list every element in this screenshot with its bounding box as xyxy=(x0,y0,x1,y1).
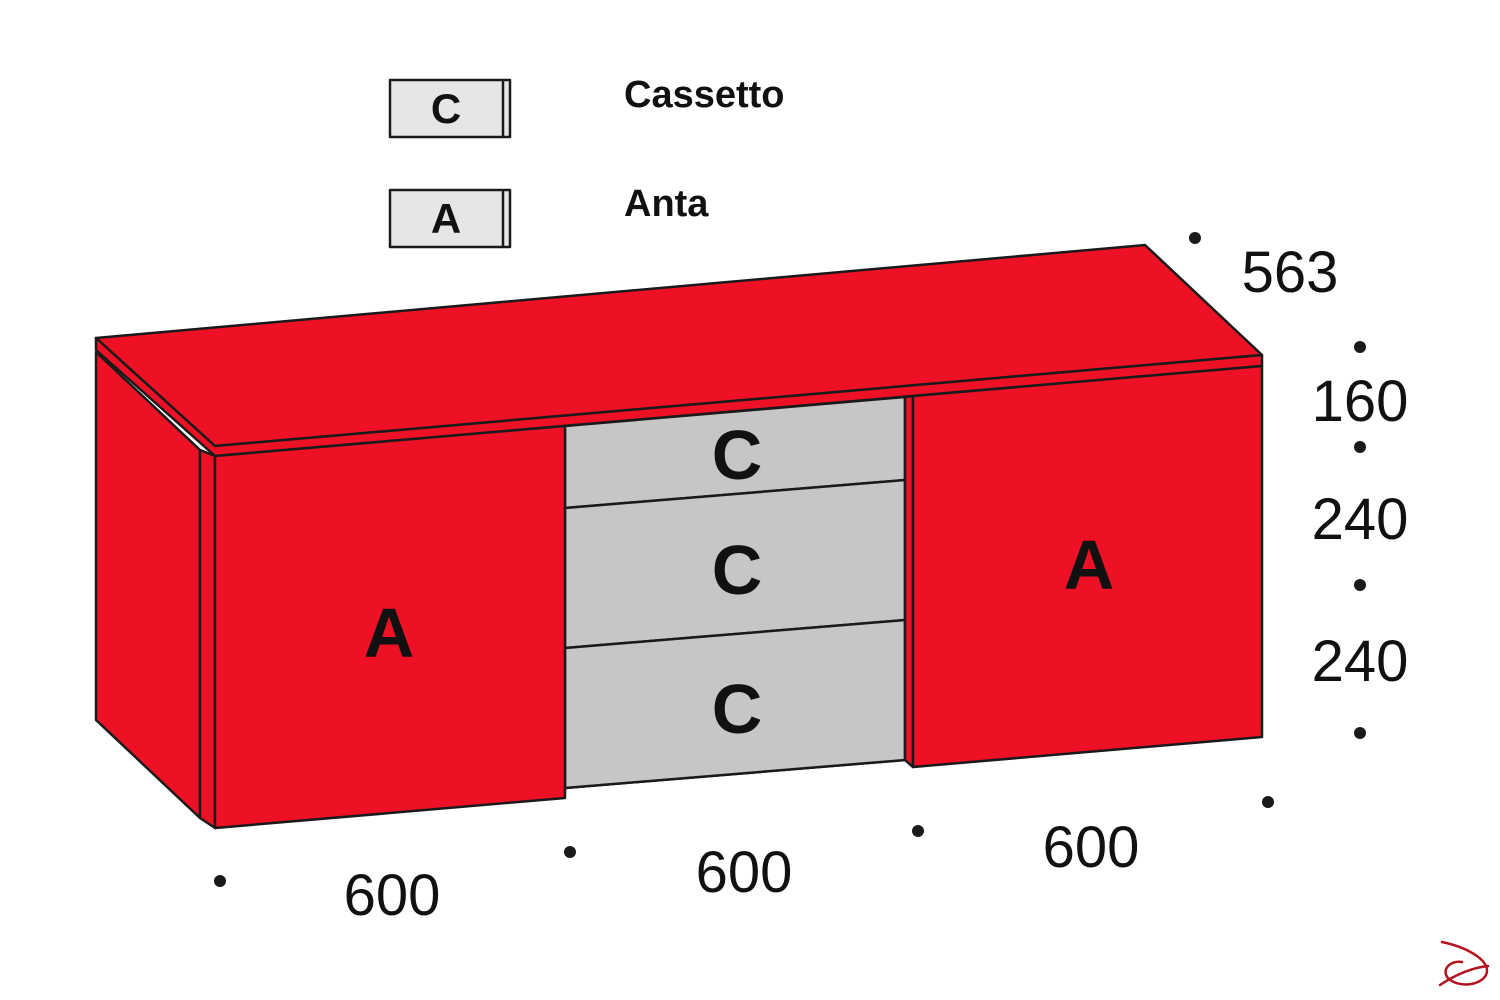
swoosh-logo-icon xyxy=(1438,940,1490,987)
dim-height-label-2: 240 xyxy=(1312,487,1409,552)
cabinet-left-side-edge xyxy=(198,448,217,830)
legend-door-label: Anta xyxy=(624,183,709,225)
dim-dot-height-4 xyxy=(1354,727,1366,739)
drawer-bottom-letter: C xyxy=(712,670,763,748)
dim-dot-height-2 xyxy=(1354,441,1366,453)
dim-dot-height-3 xyxy=(1354,579,1366,591)
dim-dot-width-2 xyxy=(564,846,576,858)
dim-dot-width-1 xyxy=(214,875,226,887)
legend-drawer-item: C Cassetto xyxy=(388,74,785,139)
legend-door-letter: A xyxy=(431,195,461,242)
dim-width-label-2: 600 xyxy=(696,840,793,905)
dim-dot-depth xyxy=(1189,232,1201,244)
drawer-top-letter: C xyxy=(712,416,763,494)
dim-dot-width-3 xyxy=(912,825,924,837)
dim-dot-width-4 xyxy=(1262,796,1274,808)
dim-height-label-1: 160 xyxy=(1312,369,1409,434)
left-door-letter: A xyxy=(364,594,415,672)
dim-height-label-3: 240 xyxy=(1312,629,1409,694)
right-door-letter: A xyxy=(1064,526,1115,604)
dimension-dots xyxy=(214,232,1366,887)
legend-door-swatch xyxy=(388,188,512,249)
legend-drawer-letter: C xyxy=(431,85,461,132)
dim-dot-height-1 xyxy=(1354,341,1366,353)
dimension-labels: 563 160 240 240 600 600 600 xyxy=(344,240,1409,928)
dim-width-label-1: 600 xyxy=(344,863,441,928)
legend-drawer-label: Cassetto xyxy=(624,74,785,116)
left-door xyxy=(213,424,567,830)
dim-depth-label: 563 xyxy=(1242,240,1339,305)
legend-door-item: A Anta xyxy=(388,183,709,249)
right-door xyxy=(911,364,1264,769)
legend: C Cassetto A Anta xyxy=(388,74,785,249)
cabinet: A A C C C xyxy=(94,243,1264,830)
legend-drawer-swatch xyxy=(388,78,512,139)
drawer-middle-letter: C xyxy=(712,531,763,609)
dim-width-label-3: 600 xyxy=(1043,815,1140,880)
